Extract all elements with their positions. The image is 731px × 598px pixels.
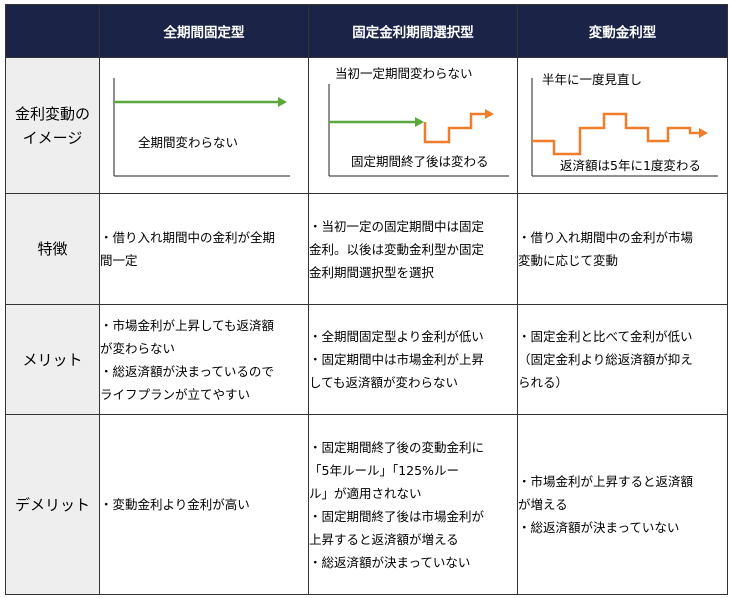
text-line: しても返済額が変わらない bbox=[309, 375, 459, 390]
merits-fixed-period-select: ・全期間固定型より金利が低い ・固定期間中は市場金利が上昇 しても返済額が変わら… bbox=[308, 304, 518, 415]
header-variable-rate: 変動金利型 bbox=[517, 4, 728, 58]
variable-after-fixed-arrowhead bbox=[485, 109, 494, 119]
text-line: ライフプランが立てやすい bbox=[100, 386, 251, 402]
row-merits: メリット ・市場金利が上昇しても返済額 が変わらない ・総返済額が決まっているの… bbox=[5, 304, 728, 415]
features-fixed-full-term: ・借り入れ期間中の金利が全期 間一定 bbox=[99, 193, 309, 305]
features-variable-rate: ・借り入れ期間中の金利が市場 変動に応じて変動 bbox=[517, 193, 728, 305]
text-line: ・市場金利が上昇しても返済額 bbox=[100, 317, 275, 333]
text-line: が変わらない bbox=[100, 340, 176, 356]
fixed-period-select-diagram: 当初一定期間変わらない 固定期間終了後は変わる bbox=[328, 66, 509, 177]
merits-fixed-full-term: ・市場金利が上昇しても返済額 が変わらない ・総返済額が決まっているので ライフ… bbox=[99, 304, 309, 415]
text-line: 「5年ルール」「125%ルー bbox=[309, 462, 459, 478]
image-fixed-period-select: 当初一定期間変わらない 固定期間終了後は変わる bbox=[308, 57, 518, 194]
variable-after-fixed-line bbox=[423, 112, 485, 144]
demerits-fixed-full-term: ・変動金利より金利が高い bbox=[99, 414, 309, 595]
text-line: ・総返済額が決まっているので bbox=[100, 363, 274, 379]
row-header-demerits: デメリット bbox=[5, 414, 100, 595]
features-fixed-period-select: ・当初一定の固定期間中は固定 金利。以後は変動金利型か固定 金利期間選択型を選択 bbox=[308, 193, 518, 305]
text-line: ・総返済額が決まっていない bbox=[309, 554, 471, 570]
caption-initial-unchanged: 当初一定期間変わらない bbox=[335, 66, 473, 81]
row-features: 特徴 ・借り入れ期間中の金利が全期 間一定 ・当初一定の固定期間中は固定 金利。… bbox=[5, 193, 728, 305]
text-line: ル」が適用されない bbox=[309, 485, 422, 501]
text-line: ・固定金利と比べて金利が低い bbox=[518, 329, 693, 344]
text-line: ・全期間固定型より金利が低い bbox=[309, 329, 484, 344]
text-line: ・借り入れ期間中の金利が全期 bbox=[100, 230, 276, 245]
caption-unchanged-full-term: 全期間変わらない bbox=[138, 135, 238, 150]
caption-changes-after-fixed: 固定期間終了後は変わる bbox=[351, 154, 489, 169]
row-rate-image: 金利変動の イメージ 全期間変わらない 当初一定期間変わらない 固定期間終 bbox=[5, 57, 728, 194]
text-line: 変動に応じて変動 bbox=[518, 253, 619, 268]
variable-rate-line bbox=[532, 112, 699, 156]
demerits-fixed-period-select: ・固定期間終了後の変動金利に 「5年ルール」「125%ルー ル」が適用されない … bbox=[308, 414, 518, 595]
caption-review-half-year: 半年に一度見直し bbox=[542, 72, 642, 87]
corner-cell bbox=[5, 4, 100, 58]
row-header-rate-image: 金利変動の イメージ bbox=[5, 57, 100, 194]
row-header-features: 特徴 bbox=[5, 193, 100, 305]
text-line: ・固定期間終了後は市場金利が bbox=[309, 508, 485, 524]
fixed-period-arrowhead bbox=[415, 117, 424, 127]
text-line: ・総返済額が決まっていない bbox=[518, 520, 680, 535]
caption-payment-change-5yr: 返済額は5年に1度変わる bbox=[560, 158, 701, 173]
text-line: （固定金利より総返済額が抑え bbox=[518, 352, 693, 367]
row-header-rate-image-line2: イメージ bbox=[22, 128, 83, 147]
variable-rate-arrowhead bbox=[699, 128, 708, 138]
demerits-variable-rate: ・市場金利が上昇すると返済額 が増える ・総返済額が決まっていない bbox=[517, 414, 728, 595]
text-line: られる） bbox=[518, 375, 569, 390]
image-variable-rate: 半年に一度見直し 返済額は5年に1度変わる bbox=[517, 57, 728, 194]
fixed-full-term-diagram: 全期間変わらない bbox=[113, 78, 290, 177]
text-line: 金利期間選択型を選択 bbox=[309, 264, 435, 280]
row-demerits: デメリット ・変動金利より金利が高い ・固定期間終了後の変動金利に 「5年ルール… bbox=[5, 414, 728, 595]
loan-type-comparison-table: 全期間固定型 固定金利期間選択型 変動金利型 金利変動の イメージ 全期間変わら… bbox=[5, 4, 728, 595]
text-line: 上昇すると返済額が増える bbox=[309, 531, 459, 547]
row-header-merits: メリット bbox=[5, 304, 100, 415]
text-line: ・変動金利より金利が高い bbox=[100, 497, 250, 512]
header-fixed-period-select: 固定金利期間選択型 bbox=[308, 4, 518, 58]
text-line: が増える bbox=[518, 497, 568, 512]
text-line: ・借り入れ期間中の金利が市場 bbox=[518, 230, 694, 245]
fixed-rate-arrowhead bbox=[278, 97, 287, 107]
variable-rate-diagram: 半年に一度見直し 返済額は5年に1度変わる bbox=[531, 72, 718, 177]
merits-variable-rate: ・固定金利と比べて金利が低い （固定金利より総返済額が抑え られる） bbox=[517, 304, 728, 415]
text-line: 間一定 bbox=[100, 253, 138, 268]
row-header-rate-image-line1: 金利変動の bbox=[14, 104, 90, 123]
text-line: ・固定期間終了後の変動金利に bbox=[309, 439, 485, 455]
text-line: ・当初一定の固定期間中は固定 bbox=[309, 218, 485, 234]
header-row: 全期間固定型 固定金利期間選択型 変動金利型 bbox=[5, 4, 728, 58]
text-line: ・固定期間中は市場金利が上昇 bbox=[309, 352, 485, 367]
text-line: ・市場金利が上昇すると返済額 bbox=[518, 474, 694, 489]
image-fixed-full-term: 全期間変わらない bbox=[99, 57, 309, 194]
header-fixed-full-term: 全期間固定型 bbox=[99, 4, 309, 58]
text-line: 金利。以後は変動金利型か固定 bbox=[309, 241, 485, 257]
